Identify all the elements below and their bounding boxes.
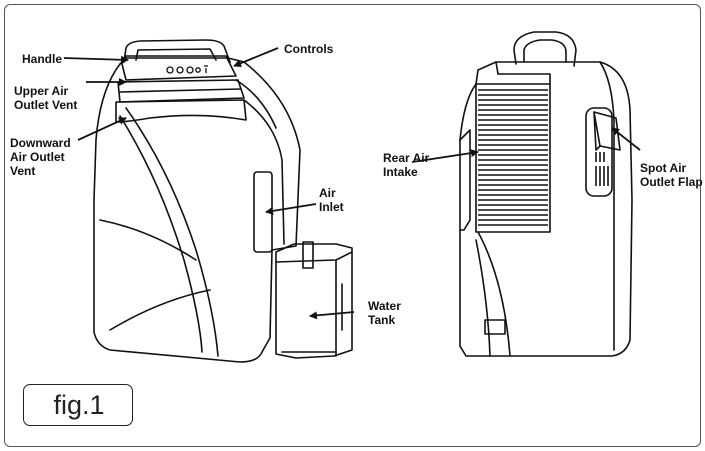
upper-outlet-vent <box>117 79 245 103</box>
control-buttons <box>166 65 208 74</box>
rear-grille-slats <box>478 89 548 226</box>
arrow-water-tank <box>309 311 355 320</box>
leader-arrows <box>63 47 641 320</box>
downward-outlet-vent <box>115 99 247 123</box>
front-view-unit <box>93 39 353 363</box>
rear-air-intake-grille <box>475 83 551 233</box>
front-body-outline <box>93 57 301 363</box>
front-handle <box>123 39 231 63</box>
figure-caption: fig.1 <box>53 390 105 420</box>
spot-outlet-vents <box>595 152 609 186</box>
arrow-handle <box>63 55 129 64</box>
rear-body-outline <box>459 61 633 357</box>
arrow-downward-vent <box>77 117 127 141</box>
arrow-controls <box>233 47 279 68</box>
rear-bottom-slot <box>484 319 506 335</box>
label-handle: Handle <box>22 52 63 66</box>
front-sweep-curve <box>125 107 219 357</box>
rear-handle <box>513 31 577 67</box>
arrow-rear-intake <box>411 149 479 163</box>
control-panel <box>121 55 237 81</box>
arrow-spot-flap <box>611 127 641 151</box>
arrow-air-inlet <box>265 203 317 215</box>
label-downward-air-outlet-vent: Downward Air Outlet Vent <box>10 136 71 178</box>
diagram-frame <box>4 4 701 447</box>
rear-view-unit <box>459 31 633 357</box>
label-upper-air-outlet-vent: Upper Air Outlet Vent <box>14 84 78 112</box>
label-controls: Controls <box>284 42 334 56</box>
figure-caption-box: fig.1 <box>23 384 133 426</box>
label-spot-air-outlet-flap: Spot Air Outlet Flap <box>640 161 703 189</box>
spot-air-outlet-housing <box>585 107 613 197</box>
water-tank <box>275 243 353 359</box>
label-air-inlet: Air Inlet <box>319 186 344 214</box>
label-water-tank: Water Tank <box>368 299 401 327</box>
label-rear-air-intake: Rear Air Intake <box>383 151 430 179</box>
spot-air-outlet-flap <box>593 111 621 151</box>
